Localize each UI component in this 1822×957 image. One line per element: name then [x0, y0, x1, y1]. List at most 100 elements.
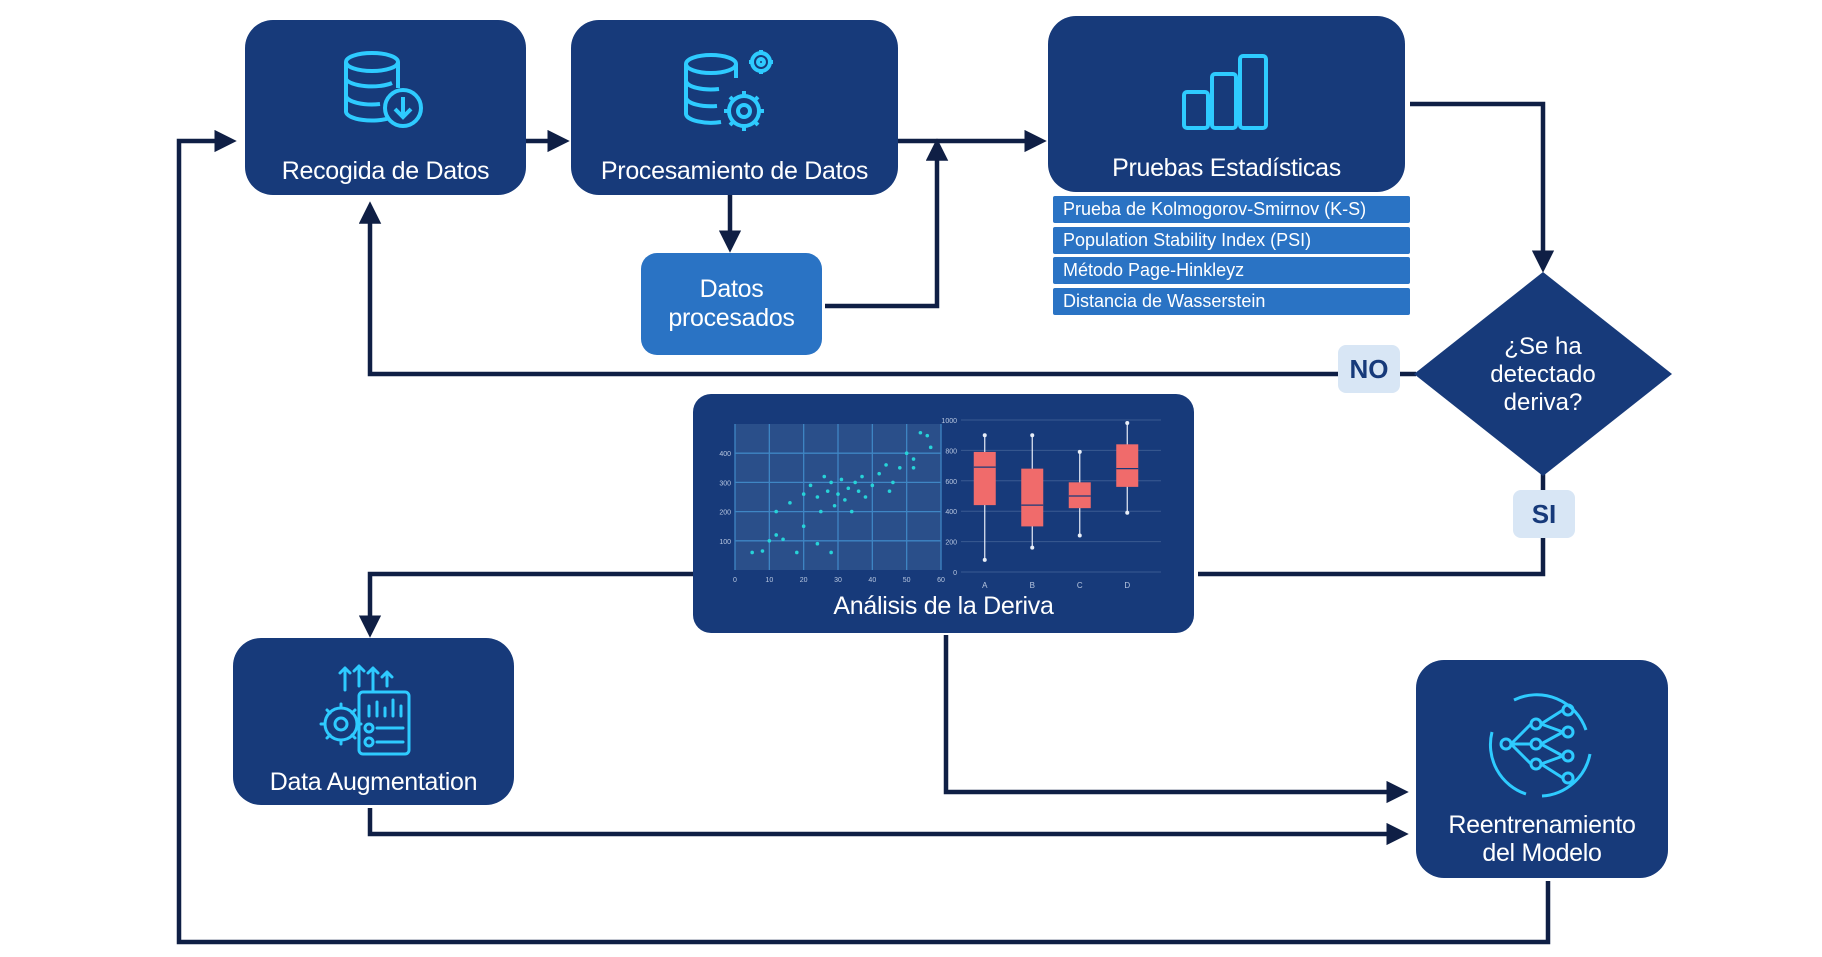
scatter-point [918, 430, 923, 435]
decision-diamond [1414, 272, 1672, 476]
scatter-point [925, 433, 930, 438]
scatter-point [856, 489, 861, 493]
box-min-point [1077, 533, 1082, 538]
branch-no-tag: NO [1338, 345, 1400, 393]
scatter-point [839, 477, 844, 482]
scatter-point [829, 480, 833, 485]
arrow-analisis-reentrenamiento [943, 635, 1409, 804]
box-iqr [1068, 482, 1091, 509]
scatter-y-tick: 100 [719, 539, 731, 546]
scatter-point [891, 480, 895, 485]
arrow-loop-recogida [176, 129, 1551, 945]
node-pruebas-label: Pruebas Estadísticas [1112, 154, 1341, 182]
scatter-x-tick: 0 [733, 577, 737, 584]
box-x-tick: A [982, 581, 988, 590]
scatter-x-tick: 60 [937, 577, 945, 584]
scatter-point [815, 541, 820, 546]
scatter-point [819, 509, 823, 514]
box-max-point [1125, 421, 1130, 426]
scatter-point [825, 489, 830, 493]
scatter-point [832, 503, 837, 508]
database-download-icon [344, 51, 423, 128]
scatter-point [760, 549, 765, 553]
scatter-point [822, 474, 827, 479]
scatter-point [836, 492, 840, 496]
scatter-point [788, 501, 792, 505]
node-datos-procesados-label-1: Datos [699, 275, 764, 303]
scatter-point [860, 474, 864, 479]
box-x-tick: B [1030, 581, 1035, 590]
scatter-y-tick: 300 [719, 480, 731, 487]
node-analisis-label: Análisis de la Deriva [833, 592, 1054, 620]
box-iqr [1021, 468, 1044, 527]
scatter-point [898, 466, 902, 470]
scatter-point [843, 498, 847, 502]
box-x-tick: C [1077, 581, 1083, 590]
box-y-tick: 200 [945, 540, 957, 547]
node-recogida-label: Recogida de Datos [281, 157, 490, 185]
arrow-pruebas-decision [1410, 101, 1555, 273]
data-augmentation-icon [319, 664, 411, 756]
scatter-point [808, 483, 813, 488]
scatter-x-tick: 50 [903, 577, 911, 584]
scatter-point [801, 524, 806, 528]
arrow-augmentation-reentrenamiento [367, 808, 1409, 846]
arrow-datos-main [825, 138, 949, 309]
scatter-point [863, 495, 868, 499]
scatter-point [870, 483, 875, 488]
scatter-point [829, 550, 833, 555]
scatter-y-tick: 400 [719, 451, 731, 458]
scatter-point [815, 495, 820, 499]
box-min-point [1125, 510, 1130, 515]
scatter-point [928, 445, 933, 450]
node-reentrenamiento-label-2: del Modelo [1482, 839, 1602, 867]
scatter-point [801, 492, 806, 496]
box-iqr [973, 451, 996, 506]
box-y-tick: 1000 [941, 418, 957, 425]
box-y-tick: 600 [945, 479, 957, 486]
node-datos-procesados-label-2: procesados [668, 304, 795, 332]
box-iqr [1116, 444, 1139, 487]
node-recogida-datos: Recogida de Datos [245, 20, 526, 195]
node-datos-procesados: Datos procesados [641, 253, 822, 355]
test-item-page-hinkley: Método Page-Hinkleyz [1053, 257, 1410, 284]
node-reentrenamiento-modelo: Reentrenamiento del Modelo [1416, 660, 1668, 878]
scatter-x-tick: 30 [834, 577, 842, 584]
arrow-analisis-augmentation [358, 571, 693, 638]
node-augmentation-label: Data Augmentation [269, 768, 478, 796]
box-y-tick: 800 [945, 448, 957, 455]
scatter-point [774, 509, 778, 514]
scatter-x-tick: 20 [800, 577, 808, 584]
box-max-point [982, 433, 987, 438]
node-pruebas-estadisticas: Pruebas Estadísticas [1048, 16, 1405, 192]
arrow-si-analisis [1198, 470, 1546, 577]
box-min-point [982, 557, 987, 562]
scatter-point [911, 466, 916, 470]
test-item-psi: Population Stability Index (PSI) [1053, 227, 1410, 254]
node-procesamiento-datos: Procesamiento de Datos [571, 20, 898, 195]
box-max-point [1077, 449, 1082, 454]
decision-label-3: deriva? [1504, 389, 1583, 416]
decision-label-2: detectado [1490, 361, 1595, 388]
scatter-point [853, 480, 857, 485]
scatter-point [884, 463, 888, 467]
scatter-point [781, 537, 785, 542]
branch-si-tag: SI [1513, 490, 1575, 538]
scatter-point [911, 457, 916, 461]
box-y-tick: 0 [953, 570, 957, 577]
scatter-x-tick: 10 [765, 577, 773, 584]
box-y-tick: 400 [945, 509, 957, 516]
scatter-point [846, 486, 851, 491]
arrow-no-recogida [358, 201, 1416, 377]
scatter-point [767, 539, 772, 543]
scatter-point [887, 489, 892, 493]
test-item-wasserstein: Distancia de Wasserstein [1053, 288, 1410, 315]
test-item-ks: Prueba de Kolmogorov-Smirnov (K-S) [1053, 196, 1410, 223]
scatter-point [849, 509, 854, 514]
scatter-point [750, 550, 754, 555]
scatter-point [774, 533, 778, 537]
node-data-augmentation: Data Augmentation [233, 638, 514, 805]
